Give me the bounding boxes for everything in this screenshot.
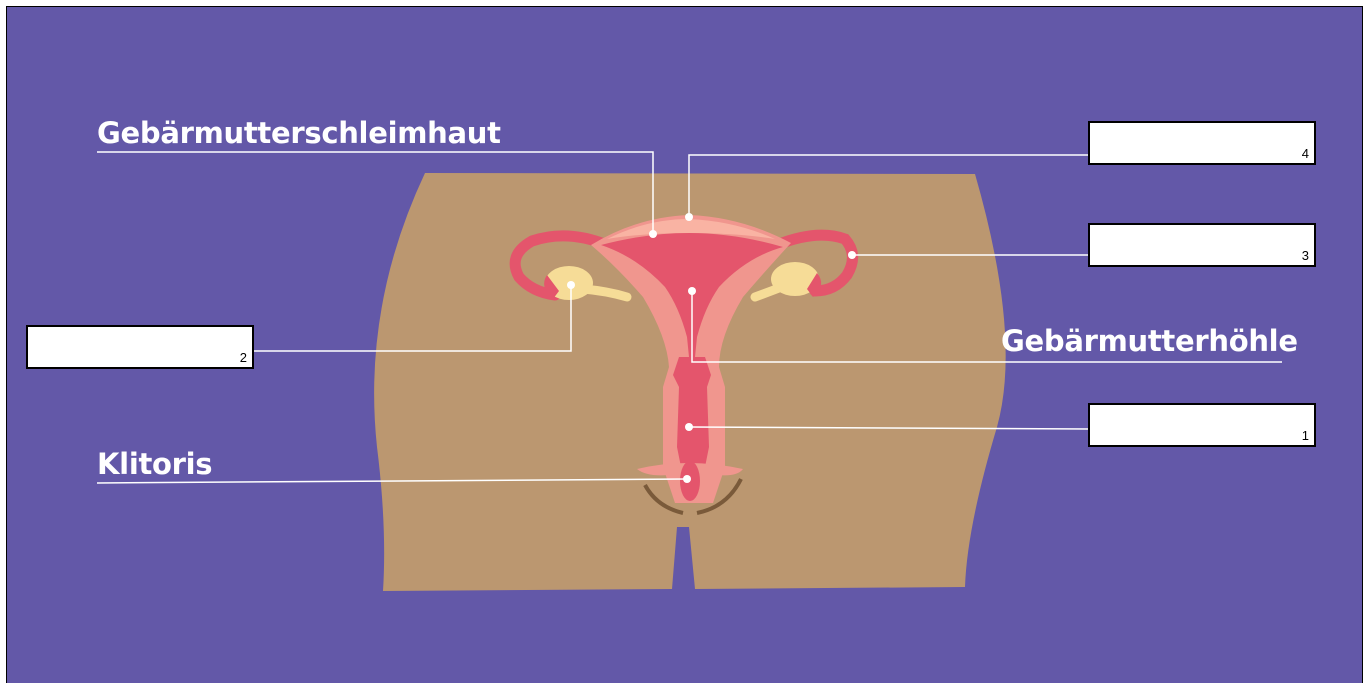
answer-box-1[interactable]: 1 — [1088, 403, 1316, 447]
diagram-frame: Gebärmutterschleimhaut Gebärmutterhöhle … — [6, 6, 1363, 683]
label-clitoris: Klitoris — [97, 447, 212, 481]
label-endometrium: Gebärmutterschleimhaut — [97, 116, 501, 150]
pointer-dot-box-4 — [685, 213, 693, 221]
answer-box-number: 3 — [1302, 248, 1309, 263]
answer-box-2[interactable]: 2 — [26, 325, 254, 369]
answer-box-number: 2 — [240, 350, 247, 365]
answer-box-3[interactable]: 3 — [1088, 223, 1316, 267]
label-uterine-cavity: Gebärmutterhöhle — [1001, 324, 1298, 358]
pointer-dot-clitoris — [683, 475, 691, 483]
pointer-dot-box-3 — [848, 251, 856, 259]
pointer-dot-box-1 — [685, 423, 693, 431]
pointer-dot-uterine-cavity — [688, 287, 696, 295]
answer-box-number: 4 — [1302, 146, 1309, 161]
answer-box-number: 1 — [1302, 428, 1309, 443]
answer-box-4[interactable]: 4 — [1088, 121, 1316, 165]
pointer-dot-endometrium — [649, 230, 657, 238]
pointer-dot-box-2 — [567, 281, 575, 289]
